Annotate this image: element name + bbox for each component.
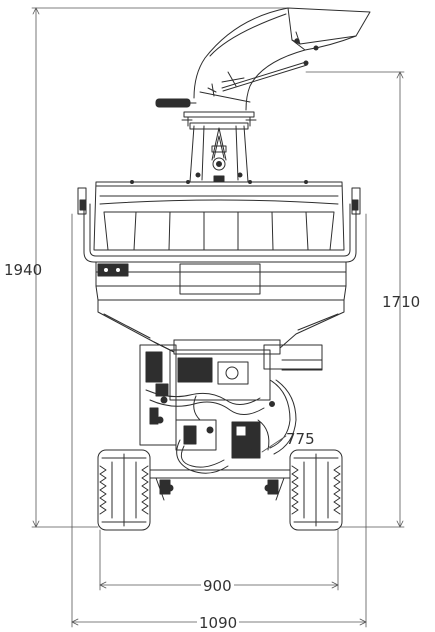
dimension-lines bbox=[31, 7, 405, 628]
discharge-chute bbox=[193, 7, 371, 111]
machine-body bbox=[95, 261, 347, 355]
dimension-775-label: 775 bbox=[286, 430, 315, 448]
left-track bbox=[97, 449, 151, 531]
dimension-900-label: 900 bbox=[201, 577, 234, 595]
infeed-hopper bbox=[77, 180, 361, 251]
engine-assembly bbox=[139, 344, 323, 501]
right-track bbox=[289, 449, 343, 531]
chute-tower bbox=[155, 98, 257, 183]
dimension-1710-label: 1710 bbox=[382, 293, 421, 311]
safety-bar bbox=[83, 203, 357, 263]
dimension-1090-label: 1090 bbox=[197, 614, 240, 632]
leader-775 bbox=[261, 435, 287, 453]
dimension-1940-label: 1940 bbox=[4, 261, 43, 279]
